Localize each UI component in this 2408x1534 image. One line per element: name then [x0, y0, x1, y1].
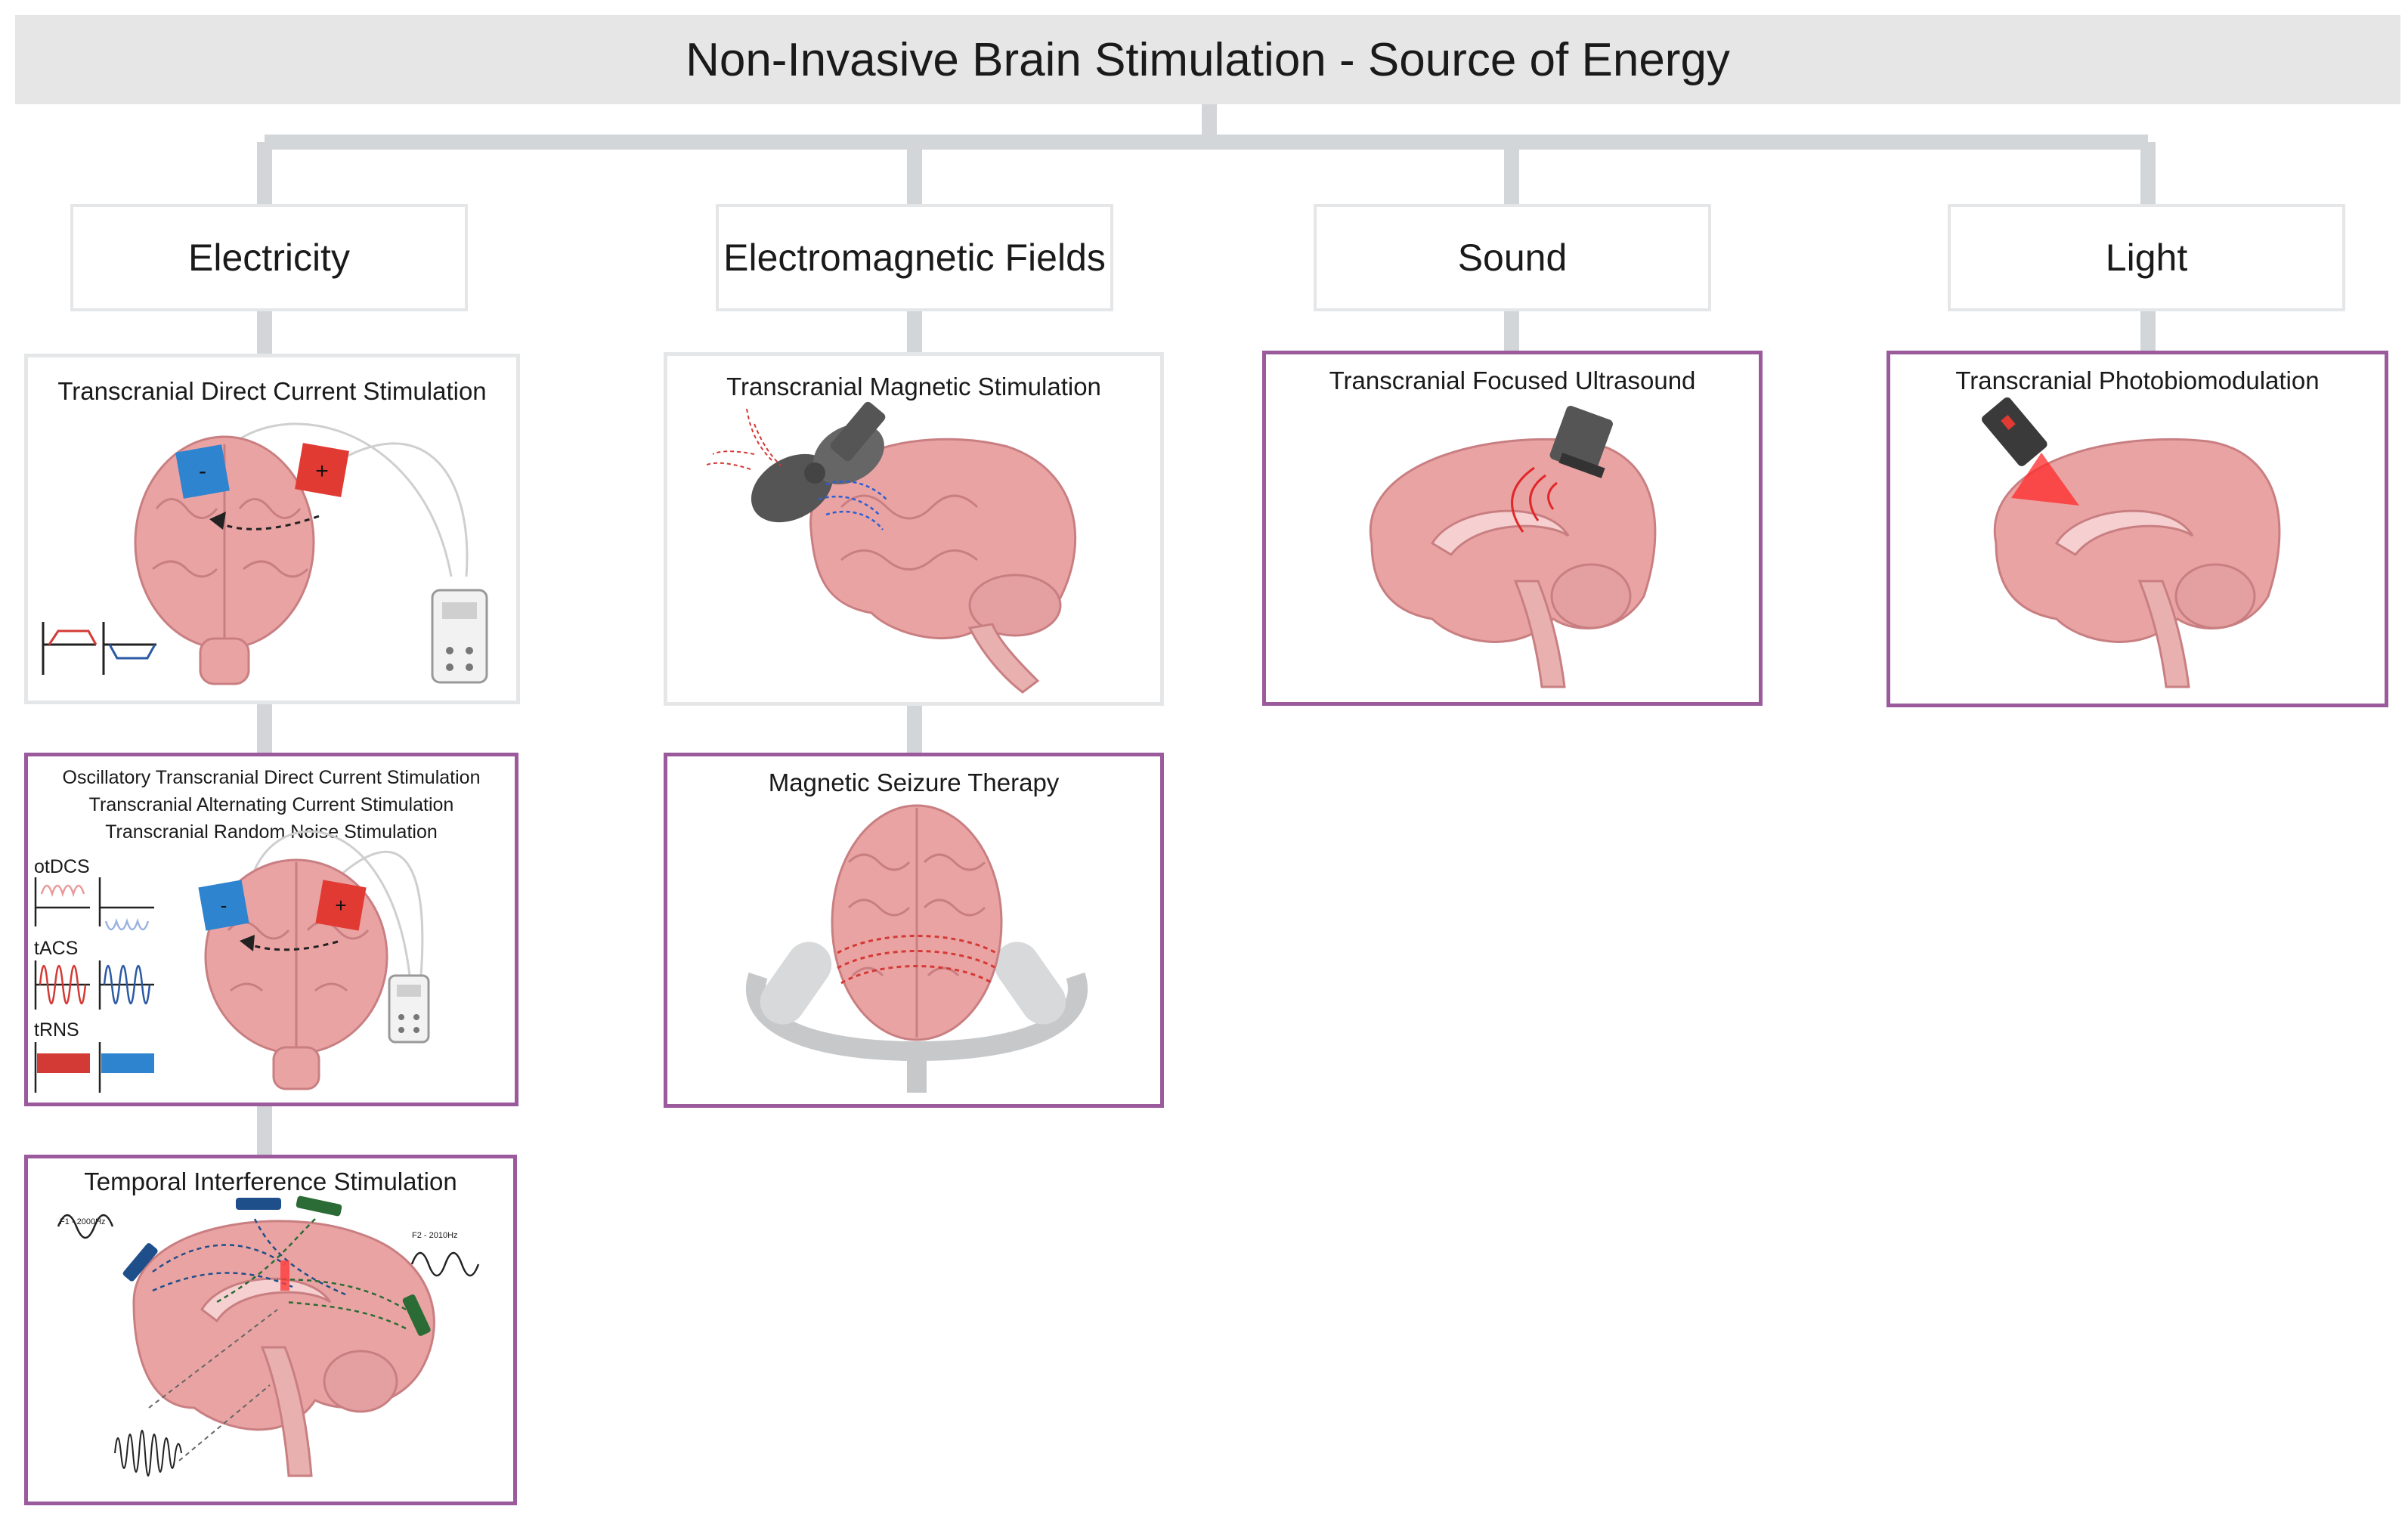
brain-sagittal-icon — [1369, 438, 1657, 688]
ultrasound-transducer-icon — [1549, 405, 1613, 478]
focus-point — [280, 1260, 289, 1291]
anode-sign: + — [335, 894, 346, 917]
tms-illustration — [704, 401, 1076, 694]
electrode-blue-2 — [236, 1198, 281, 1210]
diagram-title: Non-Invasive Brain Stimulation - Source … — [15, 15, 2400, 104]
tdcs-illustration: - + — [42, 422, 488, 685]
tacs-waveform-icon — [34, 960, 154, 1010]
cathode-sign: - — [199, 459, 206, 484]
stimulator-device-icon — [388, 974, 430, 1044]
trns-waveform-icon — [34, 1042, 101, 1093]
tis-illustration — [57, 1195, 480, 1477]
f2-wave-icon — [410, 1251, 480, 1277]
waveform-icon — [42, 622, 156, 675]
electrode-green-1 — [296, 1195, 342, 1217]
tms-coil-icon — [751, 401, 886, 523]
current-arrow — [246, 940, 339, 951]
tfus-illustration — [1369, 405, 1657, 688]
panel-title: Temporal Interference Stimulation — [84, 1168, 457, 1195]
envelope-wave-icon — [114, 1430, 182, 1477]
otdcs-waveform-icon — [34, 877, 154, 931]
panel-mst: Magnetic Seizure Therapy — [664, 753, 1164, 1108]
anode-electrode — [295, 443, 349, 497]
panel-tpbm: Transcranial Photobiomodulation — [1886, 351, 2388, 707]
panel-title: Transcranial Photobiomodulation — [1955, 366, 2320, 394]
panel-temporal-interference: Temporal Interference Stimulation F1 - 2… — [24, 1155, 517, 1505]
panel-title: Transcranial Direct Current Stimulation — [57, 377, 487, 405]
mst-illustration — [746, 804, 1088, 1093]
label-f2: F2 - 2010Hz — [412, 1231, 458, 1240]
f1-wave-icon — [57, 1214, 114, 1239]
tpbm-illustration — [1982, 397, 2281, 688]
category-light: Light — [1948, 204, 2345, 311]
label-tacs: tACS — [34, 938, 79, 959]
anode-electrode — [315, 880, 367, 931]
category-electricity: Electricity — [70, 204, 468, 311]
category-electromagnetic-fields: Electromagnetic Fields — [716, 204, 1113, 311]
panel-title-3: Transcranial Random Noise Stimulation — [105, 821, 438, 843]
category-sound: Sound — [1314, 204, 1711, 311]
otdcs-illustration: - + — [34, 830, 430, 1093]
electrode-green-2 — [402, 1294, 431, 1336]
label-trns: tRNS — [34, 1019, 79, 1041]
label-f1: F1 - 2000Hz — [60, 1217, 106, 1226]
coil-holder-icon — [746, 942, 1088, 1093]
panel-otdcs-tacs-trns: Oscillatory Transcranial Direct Current … — [24, 753, 518, 1106]
panel-tdcs: Transcranial Direct Current Stimulation … — [24, 354, 520, 704]
panel-tms: Transcranial Magnetic Stimulation — [664, 352, 1164, 706]
label-otdcs: otDCS — [34, 856, 90, 877]
panel-title: Transcranial Magnetic Stimulation — [726, 373, 1101, 401]
laser-device-icon — [1982, 397, 2047, 466]
panel-title-1: Oscillatory Transcranial Direct Current … — [62, 767, 481, 788]
stimulator-device-icon — [431, 589, 488, 684]
brain-side-icon — [809, 438, 1076, 694]
brain-top-icon — [831, 804, 1003, 1041]
current-arrow — [216, 515, 320, 530]
panel-title: Transcranial Focused Ultrasound — [1329, 366, 1696, 394]
cathode-electrode — [198, 880, 249, 931]
brain-sagittal-icon — [132, 1220, 435, 1477]
electrode-blue-1 — [122, 1243, 158, 1282]
cathode-electrode — [175, 444, 230, 499]
brain-front-icon — [134, 435, 315, 685]
cathode-sign: - — [221, 894, 227, 917]
ultrasound-waves — [1511, 466, 1558, 533]
panel-tfus: Transcranial Focused Ultrasound — [1262, 351, 1763, 706]
light-beam — [2011, 453, 2079, 506]
anode-sign: + — [315, 459, 329, 484]
panel-title-2: Transcranial Alternating Current Stimula… — [88, 794, 454, 815]
panel-title: Magnetic Seizure Therapy — [768, 769, 1060, 796]
